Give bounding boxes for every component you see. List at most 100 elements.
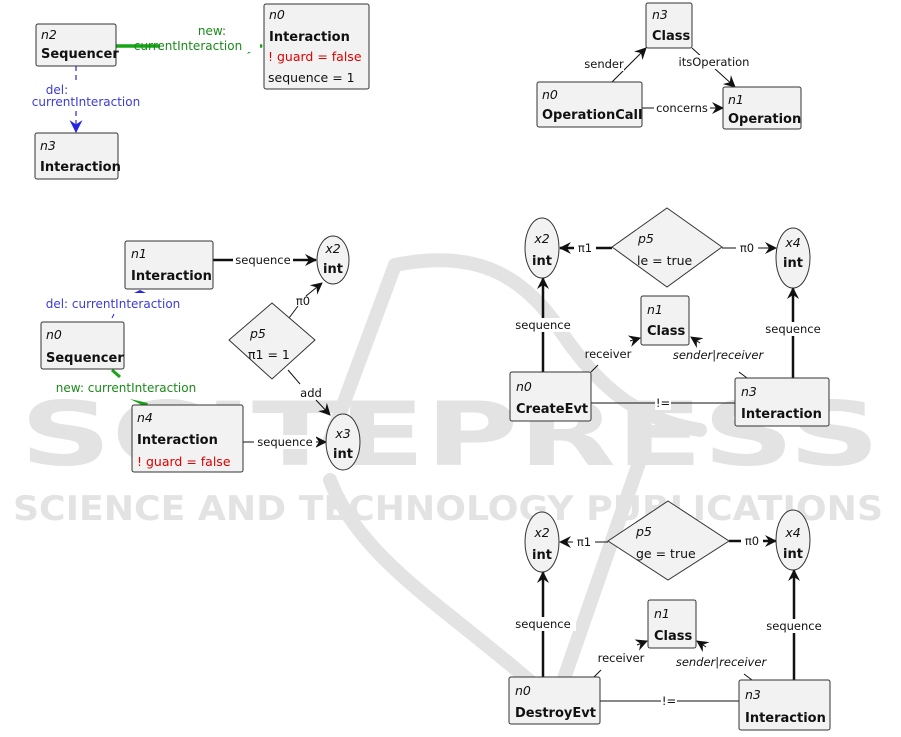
edge-label-bg: [582, 57, 624, 71]
edge-label-sequence: sequence: [515, 617, 570, 631]
node-id: n2: [41, 27, 57, 42]
edge-label-bg: [741, 534, 763, 548]
edge-label-pi1: π1: [578, 241, 592, 255]
node-x4-int[interactable]: x4 int: [775, 509, 811, 571]
edge-label-del-current-interaction: del: currentInteraction: [46, 297, 181, 311]
node-n3-interaction[interactable]: n3 Interaction: [34, 132, 121, 180]
node-id: x3: [334, 426, 350, 441]
node-p5-predicate[interactable]: p5 π1 = 1: [228, 302, 316, 380]
node-n0-interaction[interactable]: n0 Interaction ! guard = false sequence …: [263, 3, 370, 90]
edge-label-bg: [510, 318, 576, 332]
edge-sender-receiver: [696, 640, 710, 653]
edge-label-bg: [160, 38, 260, 52]
node-n0-destroy-evt[interactable]: n0 DestroyEvt: [508, 676, 601, 725]
node-id: n0: [515, 683, 531, 698]
edge-label-not-equal: !=: [662, 694, 676, 708]
edge-sender: [611, 47, 647, 83]
node-id: p5: [249, 326, 266, 341]
node-type: Interaction: [131, 269, 212, 284]
node-n2-sequencer[interactable]: n2 Sequencer: [35, 23, 119, 67]
edge-label-sender-receiver: sender|receiver: [673, 348, 765, 362]
node-id: n1: [728, 92, 744, 107]
edge-add: [287, 369, 330, 415]
rule-middle-left: sequence π0 add sequence del: currentInt…: [40, 235, 361, 473]
node-type: Class: [647, 324, 686, 339]
edge-label-bg: [760, 322, 826, 336]
edge-pi0: [288, 283, 322, 319]
edge-label-pi0: π0: [740, 241, 754, 255]
edge-label-bg: [654, 101, 710, 115]
edge-receiver: [634, 639, 648, 651]
node-type: Interaction: [269, 30, 350, 45]
node-n1-class[interactable]: n1 Class: [647, 599, 697, 649]
edge-label-bg: [574, 241, 596, 255]
node-type: int: [783, 547, 803, 562]
node-n1-class[interactable]: n1 Class: [640, 295, 690, 346]
node-x3-int[interactable]: x3 int: [325, 413, 361, 471]
node-id: x4: [784, 525, 800, 540]
edge-label-sender: sender: [584, 57, 624, 71]
edge-label-sequence: sequence: [765, 322, 820, 336]
edge-label-bg: [736, 241, 758, 255]
edge-label-sequence: sequence: [257, 435, 312, 449]
node-n0-create-evt[interactable]: n0 CreateEvt: [509, 371, 592, 422]
node-id: x2: [533, 525, 549, 540]
edge-label-sequence: sequence: [235, 253, 290, 267]
edge-label-bg: [510, 617, 576, 631]
edge-label-sender-receiver: sender|receiver: [676, 655, 768, 669]
edge-receiver-stub: [590, 364, 599, 373]
node-id: n3: [652, 7, 668, 22]
node-p5-predicate[interactable]: p5 ge = true: [607, 500, 730, 581]
edge-label-bg: [573, 535, 595, 549]
edge-label-bg: [661, 694, 677, 708]
node-type: CreateEvt: [516, 402, 588, 417]
node-type: int: [323, 262, 343, 277]
node-n4-interaction[interactable]: n4 Interaction ! guard = false: [131, 404, 244, 473]
edge-receiver-stub: [593, 669, 602, 678]
node-n3-interaction[interactable]: n3 Interaction: [734, 377, 830, 427]
node-type: Sequencer: [46, 351, 124, 366]
edge-label-add: add: [300, 386, 322, 400]
edge-label-new-current-interaction: new: currentInteraction: [56, 381, 196, 395]
edge-receiver: [627, 335, 641, 347]
rule-top-left: new: currentInteraction del: currentInte…: [30, 3, 370, 180]
node-n1-interaction[interactable]: n1 Interaction: [124, 240, 214, 290]
node-type: Class: [654, 629, 693, 644]
node-x2-int[interactable]: x2 int: [316, 235, 350, 285]
node-type: int: [783, 256, 803, 271]
edge-label-del: del:: [46, 83, 68, 97]
edge-label-new: new:: [198, 24, 226, 38]
node-id: x4: [784, 235, 800, 250]
creator-edge-stub: [111, 368, 121, 379]
edge-label-bg: [655, 396, 671, 410]
node-negated-attribute: ! guard = false: [137, 454, 231, 469]
node-n3-interaction[interactable]: n3 Interaction: [738, 679, 831, 731]
node-id: n0: [542, 87, 558, 102]
node-n0-operation-call[interactable]: n0 OperationCall: [536, 81, 643, 128]
node-type: Sequencer: [41, 47, 119, 62]
edge-label-bg: [675, 55, 753, 69]
node-type: Interaction: [40, 160, 121, 175]
edge-label-current-interaction: currentInteraction: [134, 39, 242, 53]
node-type: Interaction: [741, 407, 822, 422]
node-x2-int[interactable]: x2 int: [524, 511, 560, 573]
edge-sender-receiver-stub: [743, 673, 753, 681]
node-x4-int[interactable]: x4 int: [775, 227, 811, 289]
node-id: n4: [137, 410, 153, 425]
node-p5-predicate[interactable]: p5 le = true: [611, 207, 723, 288]
node-id: n1: [654, 606, 670, 621]
node-type: Interaction: [745, 711, 826, 726]
node-n1-operation[interactable]: n1 Operation: [722, 86, 802, 130]
node-x2-int[interactable]: x2 int: [524, 217, 560, 279]
edge-label-bg: [233, 253, 293, 267]
node-id: p5: [635, 524, 652, 539]
node-attribute: sequence = 1: [268, 70, 355, 85]
node-type: int: [532, 254, 552, 269]
constraint-destroy-evt: π1 π0 sequence sequence receiver sender|…: [508, 500, 831, 731]
edge-label-concerns: concerns: [656, 101, 708, 115]
edge-label-bg: [254, 435, 316, 449]
node-n3-class[interactable]: n3 Class: [645, 2, 693, 49]
edge-label-pi1: π1: [577, 535, 591, 549]
node-n0-sequencer[interactable]: n0 Sequencer: [40, 321, 125, 370]
